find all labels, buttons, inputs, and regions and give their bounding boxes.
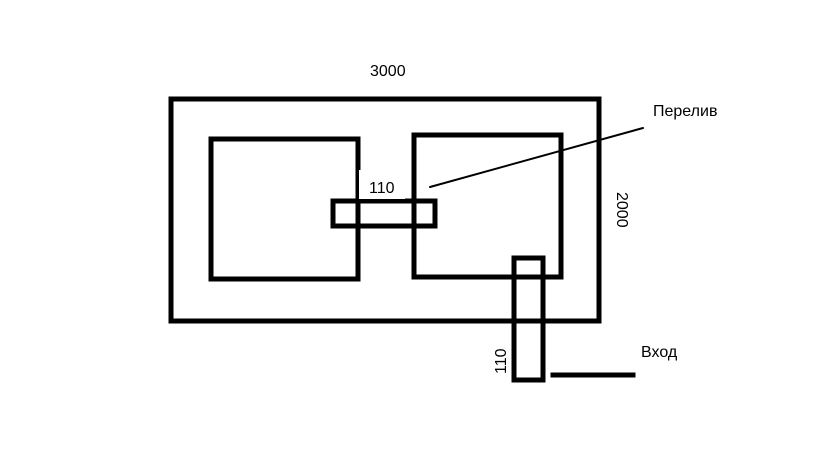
overflow-label: Перелив — [653, 103, 717, 120]
right-chamber — [411, 132, 564, 280]
inlet-label: Вход — [641, 344, 678, 361]
left-chamber — [208, 136, 361, 282]
width-dimension-label: 3000 — [370, 63, 406, 80]
overflow-pipe-gap — [359, 170, 405, 199]
overflow-leader-line — [429, 127, 644, 188]
inlet-pipe-dimension-label: 110 — [493, 348, 510, 374]
height-dimension-label: 2000 — [613, 192, 630, 228]
overflow-pipe — [330, 198, 438, 229]
inlet-pipe — [511, 255, 546, 383]
outer-tank — [168, 96, 602, 324]
overflow-pipe-dimension-label: 110 — [369, 180, 395, 197]
